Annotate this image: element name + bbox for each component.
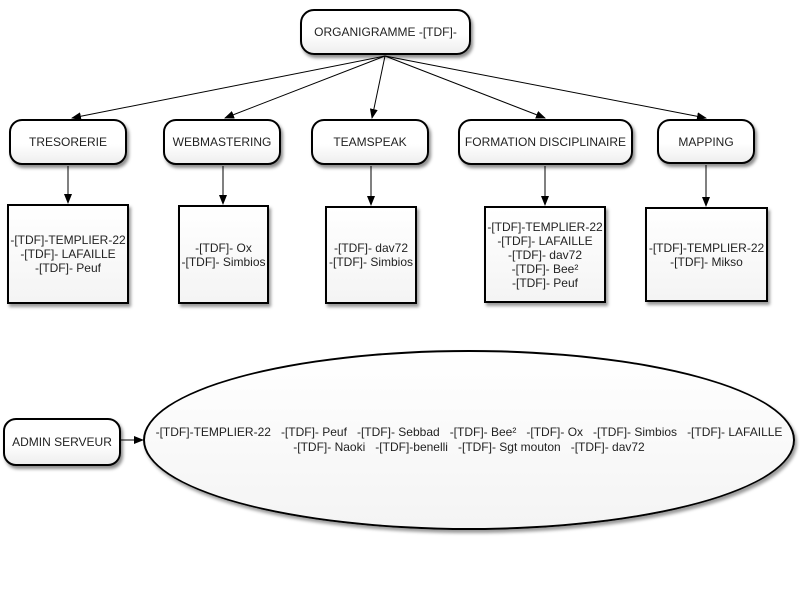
link-root-tresorerie <box>71 55 386 121</box>
members-mapping: -[TDF]-TEMPLIER-22 -[TDF]- Mikso <box>645 207 768 302</box>
dept-label: ADMIN SERVEUR <box>12 435 112 449</box>
member-name: -[TDF]-TEMPLIER-22 <box>648 240 765 255</box>
member-name: -[TDF]- Simbios <box>593 425 678 439</box>
dept-teamspeak[interactable]: TEAMSPEAK <box>311 119 429 165</box>
link-root-mapping <box>384 55 707 121</box>
member-name: -[TDF]- Peuf <box>511 275 578 290</box>
dept-label: FORMATION DISCIPLINAIRE <box>464 135 627 149</box>
member-name: -[TDF]- Bee² <box>449 425 517 439</box>
link-root-teamspeak <box>369 55 386 119</box>
admin-members-row-2: -[TDF]- Naoki -[TDF]-benelli -[TDF]- Sgt… <box>293 440 644 455</box>
member-name: -[TDF]- Peuf <box>280 425 347 439</box>
dept-label: WEBMASTERING <box>172 135 272 149</box>
dept-formation-disciplinaire[interactable]: FORMATION DISCIPLINAIRE <box>458 119 633 165</box>
member-name: -[TDF]- Bee² <box>511 261 579 276</box>
admin-members-row-1: -[TDF]-TEMPLIER-22 -[TDF]- Peuf -[TDF]- … <box>156 425 783 440</box>
root-label: ORGANIGRAMME -[TDF]- <box>314 25 457 39</box>
member-name: -[TDF]- LAFAILLE <box>687 425 783 439</box>
dept-label: TRESORERIE <box>28 135 107 149</box>
member-name: -[TDF]-TEMPLIER-22 <box>155 425 271 439</box>
link-root-formation <box>384 55 546 119</box>
root-node[interactable]: ORGANIGRAMME -[TDF]- <box>300 9 471 55</box>
dept-tresorerie[interactable]: TRESORERIE <box>9 119 127 165</box>
members-tresorerie: -[TDF]-TEMPLIER-22 -[TDF]- LAFAILLE -[TD… <box>7 204 129 304</box>
link-root-webmastering <box>224 55 386 119</box>
member-name: -[TDF]- dav72 <box>570 440 645 454</box>
member-name: -[TDF]- Sgt mouton <box>457 440 561 454</box>
admin-members-ellipse: -[TDF]-TEMPLIER-22 -[TDF]- Peuf -[TDF]- … <box>143 350 795 530</box>
members-formation-disciplinaire: -[TDF]-TEMPLIER-22 -[TDF]- LAFAILLE -[TD… <box>484 206 606 303</box>
member-name: -[TDF]- dav72 <box>333 241 408 255</box>
dept-label: MAPPING <box>678 134 734 149</box>
member-name: -[TDF]- Simbios <box>329 255 413 269</box>
dept-admin-serveur[interactable]: ADMIN SERVEUR <box>3 418 121 466</box>
member-name: -[TDF]- LAFAILLE <box>20 247 116 261</box>
member-name: -[TDF]-TEMPLIER-22 <box>10 233 126 247</box>
member-name: -[TDF]-TEMPLIER-22 <box>487 219 603 234</box>
member-name: -[TDF]- Ox <box>195 240 252 255</box>
member-name: -[TDF]- Sebbad <box>356 425 440 439</box>
member-name: -[TDF]- Naoki <box>293 440 366 454</box>
dept-webmastering[interactable]: WEBMASTERING <box>163 119 281 165</box>
member-name: -[TDF]- Ox <box>526 425 584 439</box>
members-webmastering: -[TDF]- Ox -[TDF]- Simbios <box>178 205 269 304</box>
member-name: -[TDF]- Peuf <box>34 261 101 275</box>
members-teamspeak: -[TDF]- dav72 -[TDF]- Simbios <box>325 206 417 304</box>
dept-mapping[interactable]: MAPPING <box>657 119 755 164</box>
member-name: -[TDF]- Mikso <box>670 254 743 269</box>
member-name: -[TDF]-benelli <box>375 440 448 454</box>
member-name: -[TDF]- LAFAILLE <box>497 233 593 248</box>
dept-label: TEAMSPEAK <box>333 135 407 149</box>
member-name: -[TDF]- dav72 <box>507 247 582 262</box>
member-name: -[TDF]- Simbios <box>181 254 266 269</box>
